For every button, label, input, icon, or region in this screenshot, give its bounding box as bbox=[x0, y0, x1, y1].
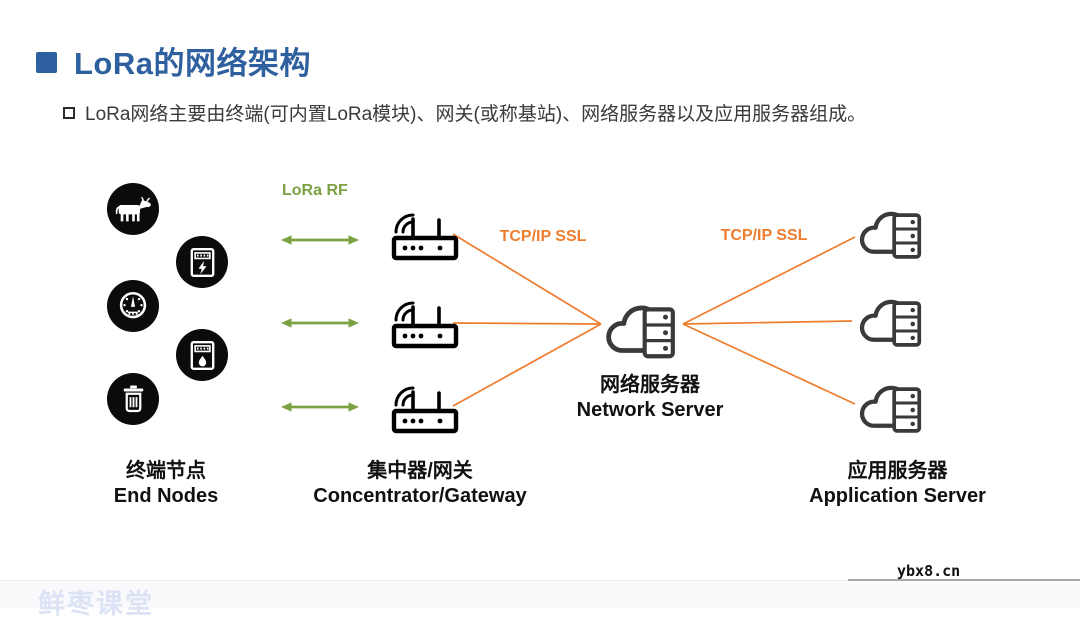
gauge-meter-icon bbox=[119, 291, 147, 319]
application-server-cloud-server-icon bbox=[859, 385, 922, 433]
end-node bbox=[176, 329, 228, 381]
page-title: LoRa的网络架构 bbox=[74, 46, 311, 81]
double-arrow-icon bbox=[281, 402, 359, 412]
electric-meter-icon bbox=[190, 247, 214, 277]
trash-can-icon bbox=[123, 385, 143, 413]
hollow-square-bullet-icon bbox=[63, 107, 75, 119]
lora-rf-label: LoRa RF bbox=[282, 182, 348, 199]
slide: LoRa的网络架构 LoRa网络主要由终端(可内置LoRa模块)、网关(或称基站… bbox=[0, 38, 1080, 619]
double-arrow-icon bbox=[281, 318, 359, 328]
wifi-router-icon bbox=[391, 386, 459, 434]
connection-line bbox=[452, 233, 602, 325]
title-bullet-square bbox=[36, 52, 57, 73]
wifi-router-icon bbox=[391, 301, 459, 349]
gateway-caption: 集中器/网关 Concentrator/Gateway bbox=[295, 459, 545, 509]
footer-divider bbox=[0, 580, 1080, 581]
page-title-row: LoRa的网络架构 bbox=[36, 38, 311, 83]
gateway-label-zh: 集中器/网关 bbox=[367, 460, 473, 482]
application-server-label-zh: 应用服务器 bbox=[847, 460, 948, 482]
gas-meter-icon bbox=[190, 340, 214, 370]
double-arrow-icon bbox=[281, 235, 359, 245]
end-node bbox=[107, 280, 159, 332]
network-server-cloud-server-icon bbox=[606, 305, 675, 359]
end-nodes-caption: 终端节点 End Nodes bbox=[66, 459, 266, 509]
end-nodes-label-en: End Nodes bbox=[113, 485, 219, 507]
end-nodes-label-zh: 终端节点 bbox=[126, 460, 206, 482]
tcp-ip-ssl-label-right: TCP/IP SSL bbox=[720, 227, 808, 244]
application-server-caption: 应用服务器 Application Server bbox=[785, 459, 1010, 509]
footer-strip bbox=[0, 581, 1080, 608]
watermark-text: 鲜枣课堂 bbox=[38, 589, 154, 619]
intro-text: LoRa网络主要由终端(可内置LoRa模块)、网关(或称基站)、网络服务器以及应… bbox=[85, 104, 867, 125]
cow-icon bbox=[115, 196, 151, 221]
connection-line bbox=[682, 320, 853, 325]
network-server-caption: 网络服务器 Network Server bbox=[555, 373, 745, 423]
application-server-cloud-server-icon bbox=[859, 211, 922, 259]
intro-row: LoRa网络主要由终端(可内置LoRa模块)、网关(或称基站)、网络服务器以及应… bbox=[63, 103, 1023, 127]
connection-line bbox=[452, 322, 602, 325]
site-url-text: ybx8.cn bbox=[897, 562, 961, 580]
end-node bbox=[107, 183, 159, 235]
network-server-label-zh: 网络服务器 bbox=[600, 374, 700, 396]
site-underline bbox=[848, 579, 1080, 581]
tcp-ip-ssl-label-left: TCP/IP SSL bbox=[499, 228, 587, 245]
wifi-router-icon bbox=[391, 213, 459, 261]
gateway-label-en: Concentrator/Gateway bbox=[313, 485, 527, 507]
end-node bbox=[107, 373, 159, 425]
connection-line bbox=[682, 236, 856, 325]
application-server-cloud-server-icon bbox=[859, 299, 922, 347]
application-server-label-en: Application Server bbox=[809, 485, 986, 507]
network-server-label-en: Network Server bbox=[576, 399, 724, 421]
end-node bbox=[176, 236, 228, 288]
